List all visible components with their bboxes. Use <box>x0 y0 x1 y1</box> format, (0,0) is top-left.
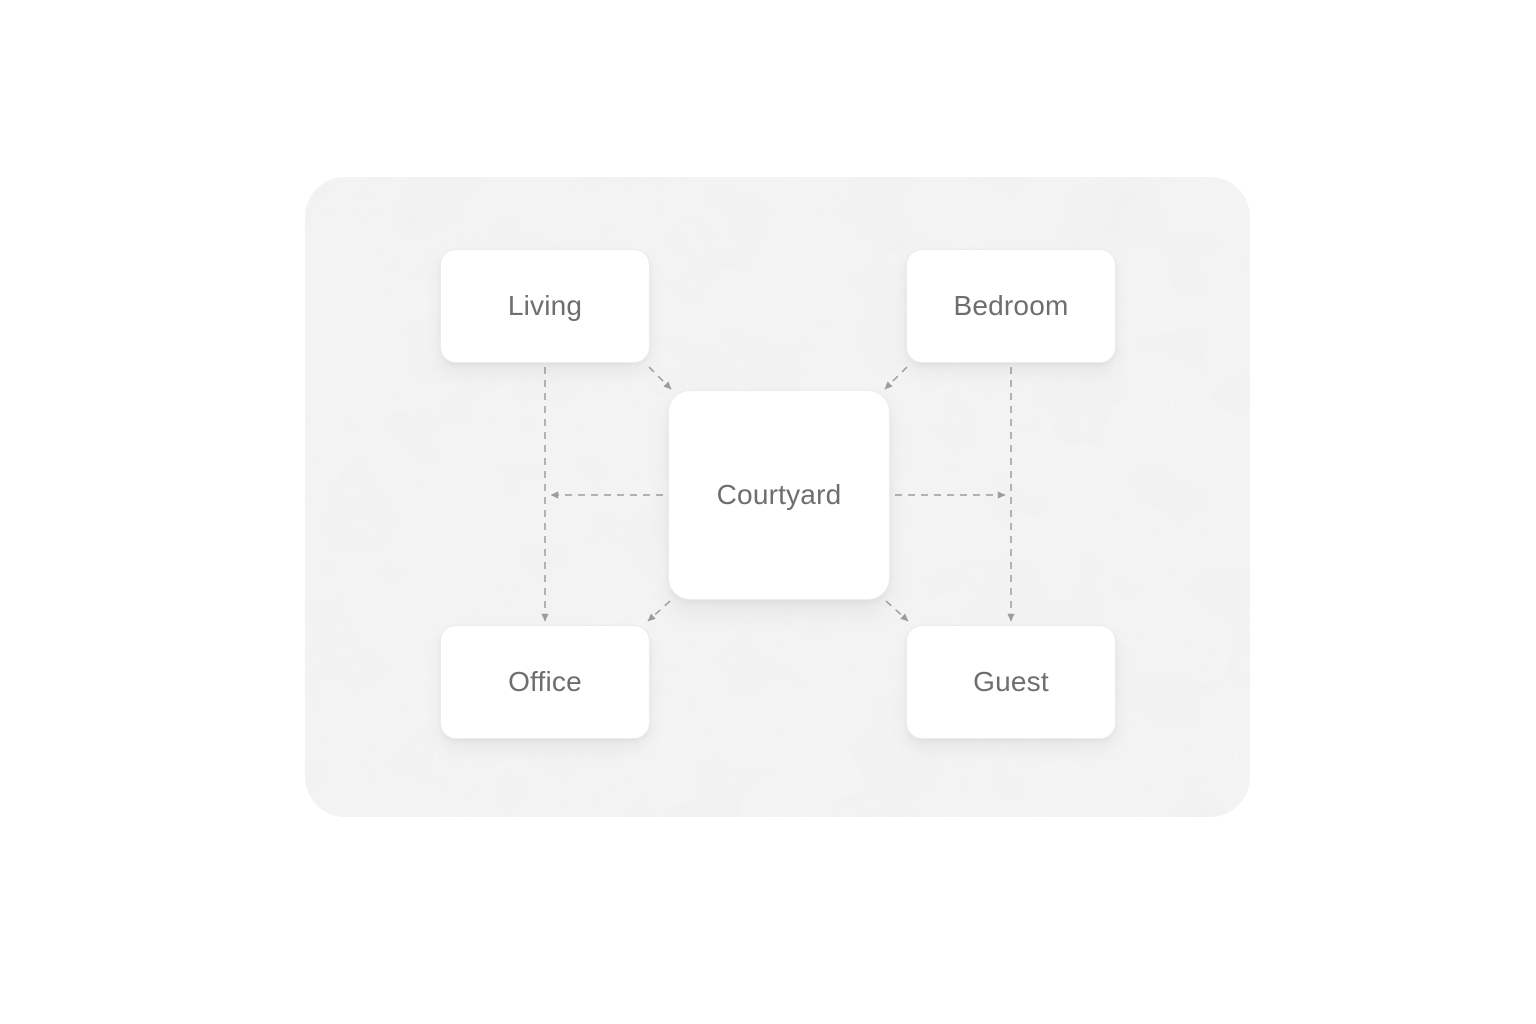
node-courtyard-label: Courtyard <box>716 479 842 510</box>
node-guest-label: Guest <box>973 666 1049 697</box>
edge-living-courtyard <box>648 366 672 390</box>
node-office-label: Office <box>508 666 582 697</box>
node-bedroom-label: Bedroom <box>953 290 1069 321</box>
edge-bedroom-courtyard <box>884 366 908 390</box>
node-bedroom[interactable]: Bedroom <box>906 249 1116 363</box>
edge-courtyard-guest <box>885 600 909 622</box>
node-guest[interactable]: Guest <box>906 625 1116 739</box>
floorplan-panel: Living Bedroom Courtyard Office Guest <box>305 177 1250 817</box>
node-office[interactable]: Office <box>440 625 650 739</box>
node-living-label: Living <box>507 290 583 321</box>
node-courtyard[interactable]: Courtyard <box>668 390 890 600</box>
edge-courtyard-office <box>647 600 671 622</box>
node-living[interactable]: Living <box>440 249 650 363</box>
